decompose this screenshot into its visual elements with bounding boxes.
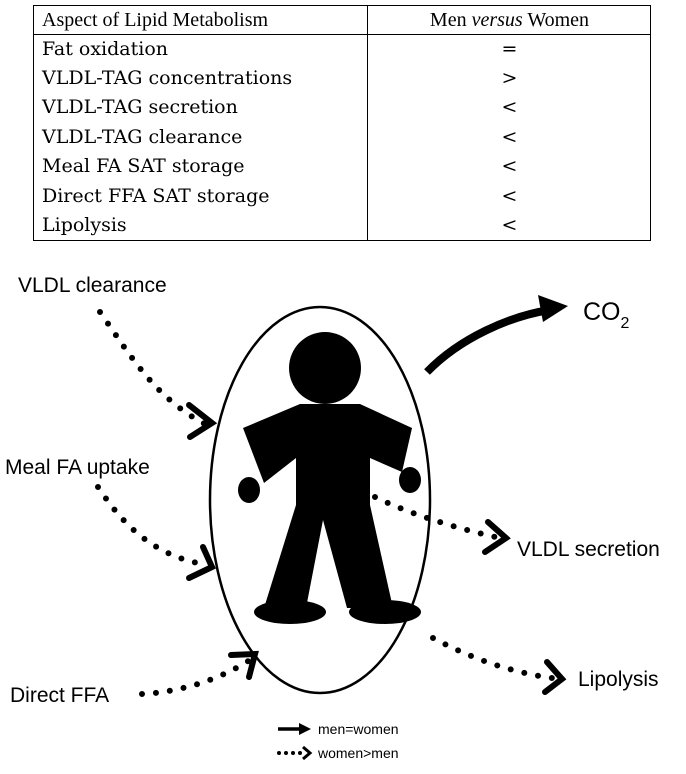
co2-arrow	[424, 295, 568, 375]
row-value: >	[501, 67, 518, 89]
row-value: <	[501, 185, 518, 207]
person-icon	[238, 332, 421, 624]
meal-fa-uptake-arrow	[95, 484, 216, 581]
row-value: <	[501, 155, 518, 177]
vldl-secretion-arrow	[372, 494, 511, 555]
header-divider	[34, 34, 650, 35]
direct-ffa-label: Direct FFA	[10, 684, 109, 707]
row-value: <	[501, 126, 518, 148]
vldl-clearance-arrow	[97, 309, 218, 440]
row-aspect: Direct FFA SAT storage	[42, 185, 270, 207]
lipolysis-arrow	[430, 635, 567, 695]
row-value: <	[501, 96, 518, 118]
co2-text: CO	[583, 298, 621, 326]
row-aspect: VLDL-TAG concentrations	[42, 67, 293, 89]
legend: men=women women>men	[277, 721, 399, 761]
row-value: <	[501, 214, 518, 236]
row-aspect: Fat oxidation	[42, 38, 169, 60]
legend-dotted-label: women>men	[317, 745, 399, 761]
legend-solid-arrow-icon	[278, 723, 311, 735]
row-aspect: VLDL-TAG secretion	[42, 96, 238, 118]
row-aspect: Lipolysis	[42, 214, 127, 236]
body-ellipse	[208, 305, 432, 695]
row-aspect: VLDL-TAG clearance	[42, 126, 243, 148]
lipolysis-label: Lipolysis	[578, 668, 659, 691]
row-aspect: Meal FA SAT storage	[42, 155, 245, 177]
header-comparison: Men versus Women	[429, 9, 590, 31]
header-aspect: Aspect of Lipid Metabolism	[42, 9, 269, 31]
vldl-secretion-label: VLDL secretion	[517, 538, 660, 561]
vldl-clearance-label: VLDL clearance	[18, 274, 167, 297]
meal-fa-uptake-label: Meal FA uptake	[5, 456, 150, 479]
column-divider	[367, 6, 368, 240]
lipid-metabolism-table: Aspect of Lipid Metabolism Men versus Wo…	[33, 5, 651, 241]
direct-ffa-arrow	[139, 650, 259, 697]
co2-label: CO2	[583, 298, 630, 332]
row-value: =	[501, 38, 518, 60]
legend-solid-label: men=women	[318, 721, 399, 737]
legend-dotted-arrow-icon	[277, 745, 313, 761]
co2-subscript: 2	[621, 315, 630, 332]
